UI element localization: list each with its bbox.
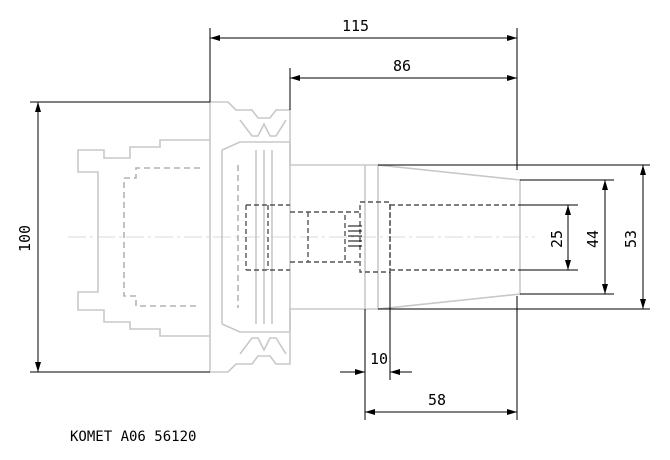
dimension-115: 115 <box>209 17 518 170</box>
draw-bar-hidden <box>290 211 360 263</box>
dim-label-44: 44 <box>584 230 602 248</box>
dim-label-53: 53 <box>622 230 640 248</box>
body-outline <box>289 142 379 332</box>
dim-label-100: 100 <box>16 225 34 252</box>
flange-bottom <box>210 354 291 373</box>
screw-hidden <box>245 204 290 271</box>
dimension-100: 100 <box>16 101 210 373</box>
tool-holder-outline <box>77 101 521 373</box>
dim-label-25: 25 <box>548 230 566 248</box>
dim-label-10: 10 <box>370 350 388 368</box>
dimension-44: 44 <box>520 179 614 295</box>
dim-label-86: 86 <box>393 57 411 75</box>
shank-outline <box>77 139 210 337</box>
dimension-25: 25 <box>518 204 578 271</box>
flange-shoulder <box>221 141 290 333</box>
v-groove-top <box>239 119 287 137</box>
shank-inner-hidden <box>123 167 200 307</box>
nose-taper <box>377 164 521 310</box>
dimension-58: 58 <box>365 296 518 420</box>
part-number-caption: KOMET A06 56120 <box>70 429 196 445</box>
dimension-10: 10 <box>340 272 412 420</box>
v-groove-bottom <box>239 337 287 355</box>
dim-label-115: 115 <box>342 17 369 35</box>
dimension-86: 86 <box>289 57 517 110</box>
flange-top <box>210 101 291 120</box>
dimension-53: 53 <box>378 164 650 310</box>
dim-label-58: 58 <box>428 391 446 409</box>
thread-hatch <box>348 225 362 247</box>
